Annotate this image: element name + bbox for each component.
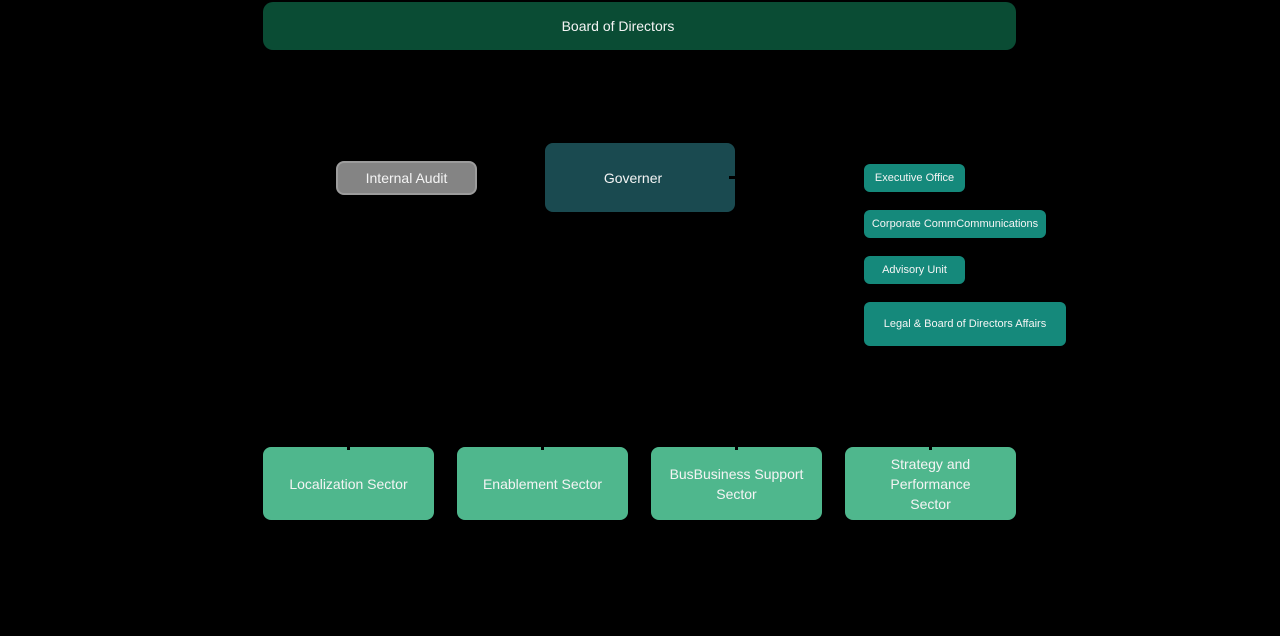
node-label: Localization Sector — [289, 475, 408, 492]
node-label: Governer — [603, 169, 663, 186]
node-enablement-sector[interactable]: Enablement Sector — [457, 447, 628, 520]
node-advisory-unit[interactable]: Advisory Unit — [864, 256, 965, 284]
node-legal-board-affairs[interactable]: Legal & Board of Directors Affairs — [864, 302, 1066, 346]
node-label: BusBusiness Support Sector — [669, 465, 804, 502]
connector-stub — [735, 441, 738, 450]
connector-stub — [347, 441, 350, 450]
node-label: Corporate CommCommunications — [871, 218, 1039, 230]
connector-stub — [541, 441, 544, 450]
node-executive-office[interactable]: Executive Office — [864, 164, 965, 192]
node-label: Board of Directors — [561, 18, 675, 34]
node-label: Legal & Board of Directors Affairs — [883, 318, 1047, 330]
node-board-of-directors[interactable]: Board of Directors — [263, 2, 1016, 50]
connector-stub — [729, 176, 741, 179]
node-localization-sector[interactable]: Localization Sector — [263, 447, 434, 520]
connector-stub — [929, 441, 932, 450]
node-business-support-sector[interactable]: BusBusiness Support Sector — [651, 447, 822, 520]
node-label: Enablement Sector — [482, 475, 603, 492]
node-internal-audit[interactable]: Internal Audit — [336, 161, 477, 195]
node-strategy-performance-sector[interactable]: Strategy and Performance Sector — [845, 447, 1016, 520]
node-corporate-communications[interactable]: Corporate CommCommunications — [864, 210, 1046, 238]
node-label: Advisory Unit — [882, 264, 947, 276]
node-label: Strategy and Performance Sector — [890, 455, 971, 512]
node-label: Internal Audit — [365, 170, 448, 186]
node-label: Executive Office — [874, 172, 955, 184]
node-governer[interactable]: Governer — [545, 143, 735, 212]
